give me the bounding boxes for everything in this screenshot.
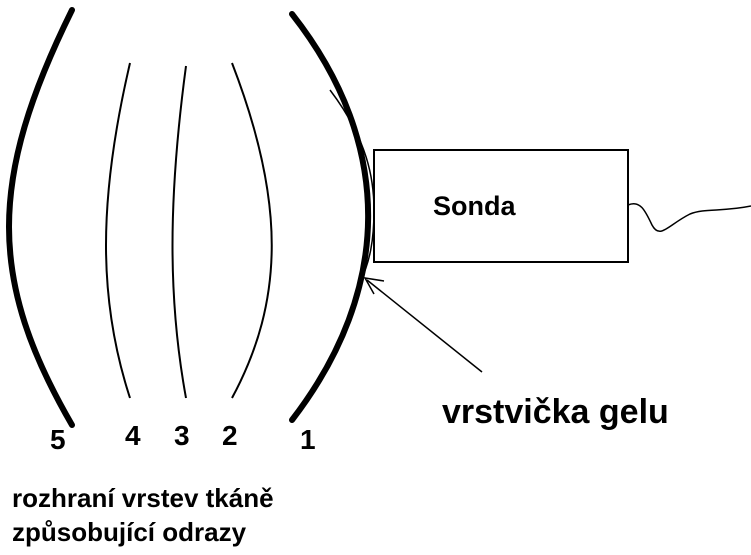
interface-label-1: 1	[300, 424, 316, 455]
interface-label-5: 5	[50, 424, 66, 455]
gel-pointer-arrowhead	[363, 277, 385, 295]
interface-3-curve	[171, 65, 187, 399]
probe-box	[373, 149, 629, 263]
interface-2-curve	[231, 62, 273, 399]
caption-line-1: rozhraní vrstev tkáně	[12, 483, 274, 513]
probe-label: Sonda	[433, 191, 516, 221]
gel-layer-label: vrstvička gelu	[442, 393, 669, 431]
interface-label-3: 3	[174, 420, 190, 451]
gel-pointer-line	[366, 279, 483, 373]
interface-label-4: 4	[125, 420, 141, 451]
interface-1-curve	[289, 11, 372, 423]
probe-cable	[627, 203, 751, 232]
interface-4-curve	[105, 62, 131, 399]
caption-line-2: způsobující odrazy	[12, 517, 247, 547]
interface-label-2: 2	[222, 420, 238, 451]
interface-5-curve	[6, 7, 75, 428]
